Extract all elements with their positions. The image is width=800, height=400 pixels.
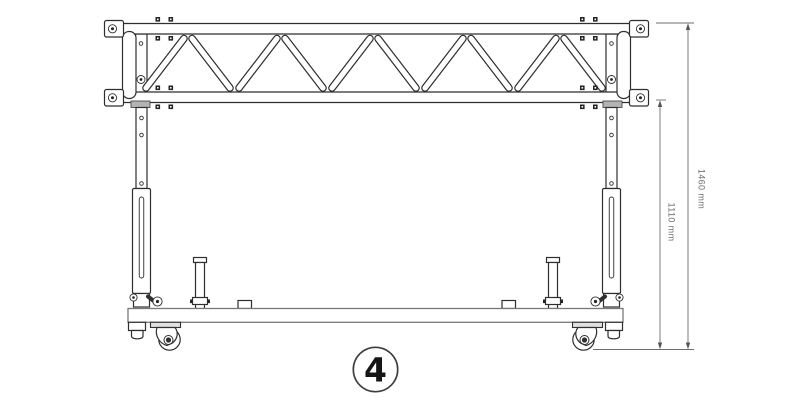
left-post-slot xyxy=(138,196,145,279)
truss-end-lugs xyxy=(103,19,650,107)
base-frame xyxy=(127,299,624,351)
callout-badge: 4 xyxy=(352,346,399,393)
truss-clamp-bolts xyxy=(155,17,598,110)
right-base-tab xyxy=(501,299,517,310)
dimension-label-overall: 1460 mm xyxy=(697,169,707,209)
right-post-slot xyxy=(608,196,615,279)
truss-bottom-chord xyxy=(113,91,641,104)
left-post-connector xyxy=(130,100,151,108)
right-stub-cap xyxy=(545,256,561,264)
callout-circle xyxy=(352,346,399,393)
right-post-connector xyxy=(602,100,623,108)
right-stub-collar xyxy=(544,296,562,306)
callout-number: 4 xyxy=(364,351,387,390)
truss-top-chord xyxy=(113,22,641,35)
dimension-label-frame: 1110 mm xyxy=(667,203,677,242)
truss-left-end-vertical xyxy=(121,30,137,100)
right-foot xyxy=(604,321,624,340)
left-foot xyxy=(127,321,147,340)
left-stub-collar xyxy=(191,296,209,306)
left-stub-cap xyxy=(192,256,208,264)
dimension-annotations: 1460 mm 1110 mm xyxy=(593,22,707,350)
upright-arm-pins xyxy=(136,41,616,84)
left-post-clamp xyxy=(129,292,163,308)
truss-right-end-vertical xyxy=(616,30,632,100)
cart-posts xyxy=(129,100,624,308)
left-base-tab xyxy=(237,299,253,310)
left-caster xyxy=(149,321,182,351)
truss-diagonals xyxy=(142,34,606,92)
right-post-clamp xyxy=(590,292,624,308)
base-beam xyxy=(127,307,624,323)
right-caster xyxy=(571,321,604,351)
